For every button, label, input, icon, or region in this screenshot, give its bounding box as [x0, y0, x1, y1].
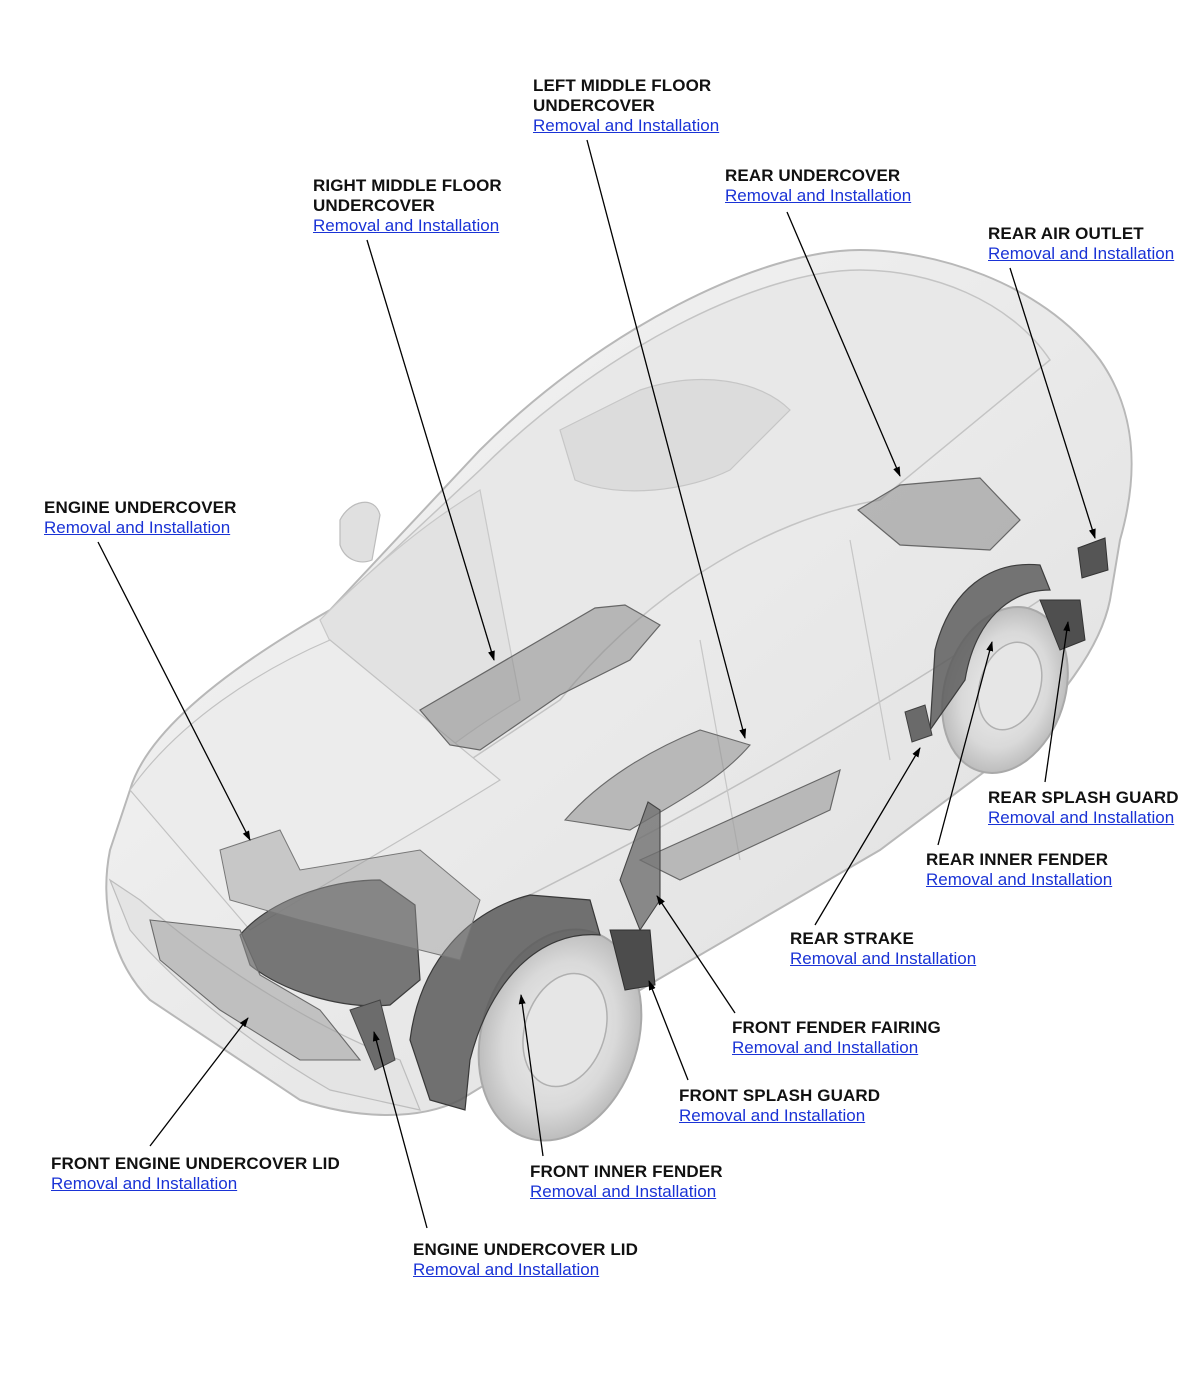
- removal-and-installation-link[interactable]: Removal and Installation: [533, 116, 720, 135]
- leader-engine-undercover: [97, 541, 251, 841]
- callout-title: FRONT INNER FENDER: [530, 1162, 723, 1181]
- callout-title: RIGHT MIDDLE FLOOR: [313, 176, 502, 195]
- removal-and-installation-link[interactable]: Removal and Installation: [44, 518, 231, 537]
- leader-engine-undercover-lid: [372, 1031, 428, 1229]
- callout-rear-air-outlet: REAR AIR OUTLET Removal and Installation: [988, 224, 1174, 265]
- removal-and-installation-link[interactable]: Removal and Installation: [926, 870, 1113, 889]
- leader-rear-undercover: [786, 211, 901, 477]
- callout-front-splash-guard: FRONT SPLASH GUARD Removal and Installat…: [679, 1086, 880, 1127]
- rear-wheel-hub: [977, 641, 1043, 731]
- vehicle-roof: [328, 269, 1052, 761]
- callout-title: REAR AIR OUTLET: [988, 224, 1144, 243]
- removal-and-installation-link[interactable]: Removal and Installation: [530, 1182, 717, 1201]
- left-middle-floor-undercover-part-2: [563, 729, 751, 831]
- callout-title: FRONT FENDER FAIRING: [732, 1018, 941, 1037]
- removal-and-installation-link[interactable]: Removal and Installation: [732, 1038, 919, 1057]
- callout-title: ENGINE UNDERCOVER LID: [413, 1240, 639, 1259]
- callout-title: REAR INNER FENDER: [926, 850, 1109, 869]
- removal-and-installation-link[interactable]: Removal and Installation: [725, 186, 912, 205]
- callout-front-inner-fender: FRONT INNER FENDER Removal and Installat…: [530, 1162, 723, 1203]
- callout-front-fender-fairing: FRONT FENDER FAIRING Removal and Install…: [732, 1018, 941, 1059]
- callout-title: FRONT ENGINE UNDERCOVER LID: [51, 1154, 340, 1173]
- removal-and-installation-link[interactable]: Removal and Installation: [790, 949, 977, 968]
- vehicle-door-line-2: [849, 539, 891, 761]
- callout-title: FRONT SPLASH GUARD: [679, 1086, 881, 1105]
- front-wheel-hub: [522, 972, 608, 1088]
- callout-engine-undercover: ENGINE UNDERCOVER Removal and Installati…: [44, 498, 237, 539]
- vehicle-mirror: [339, 501, 381, 563]
- engine-undercover-lid-part: [349, 999, 396, 1071]
- callout-title: ENGINE UNDERCOVER: [44, 498, 237, 517]
- leader-front-inner-fender: [518, 994, 544, 1157]
- rear-strake-part: [904, 704, 933, 743]
- vehicle-sunroof: [559, 379, 791, 492]
- callout-title: LEFT MIDDLE FLOOR: [533, 76, 712, 95]
- leader-front-fender-fairing: [656, 895, 736, 1014]
- callout-title: REAR UNDERCOVER: [725, 166, 901, 185]
- leader-front-engine-undercover-lid: [149, 1017, 249, 1147]
- leader-rear-strake: [814, 747, 921, 926]
- front-engine-undercover-lid-part: [149, 919, 362, 1061]
- front-fender-fairing-part: [619, 801, 661, 932]
- callout-right-middle-floor-undercover: RIGHT MIDDLE FLOOR UNDERCOVER Removal an…: [313, 176, 502, 237]
- leader-right-middle-floor-undercover: [366, 239, 495, 661]
- leader-rear-inner-fender: [937, 641, 994, 846]
- removal-and-installation-link[interactable]: Removal and Installation: [51, 1174, 238, 1193]
- removal-and-installation-link[interactable]: Removal and Installation: [413, 1260, 600, 1279]
- engine-bay-structure: [219, 829, 481, 961]
- callout-rear-strake: REAR STRAKE Removal and Installation: [790, 929, 976, 970]
- leader-left-middle-floor-undercover: [586, 139, 747, 739]
- right-middle-floor-undercover-part: [419, 604, 661, 751]
- callout-title: UNDERCOVER: [533, 96, 655, 115]
- callout-left-middle-floor-undercover: LEFT MIDDLE FLOOR UNDERCOVER Removal and…: [533, 76, 719, 137]
- callout-engine-undercover-lid: ENGINE UNDERCOVER LID Removal and Instal…: [413, 1240, 638, 1281]
- engine-undercover-part: [239, 879, 421, 1007]
- rear-inner-fender-part: [929, 563, 1051, 733]
- removal-and-installation-link[interactable]: Removal and Installation: [988, 808, 1175, 827]
- callout-rear-inner-fender: REAR INNER FENDER Removal and Installati…: [926, 850, 1112, 891]
- callout-front-engine-undercover-lid: FRONT ENGINE UNDERCOVER LID Removal and …: [51, 1154, 340, 1195]
- removal-and-installation-link[interactable]: Removal and Installation: [679, 1106, 866, 1125]
- rear-splash-guard-part: [1039, 599, 1086, 651]
- removal-and-installation-link[interactable]: Removal and Installation: [988, 244, 1175, 263]
- callout-rear-undercover: REAR UNDERCOVER Removal and Installation: [725, 166, 911, 207]
- rear-air-outlet-part: [1077, 537, 1109, 579]
- callout-title: UNDERCOVER: [313, 196, 435, 215]
- removal-and-installation-link[interactable]: Removal and Installation: [313, 216, 500, 235]
- callout-rear-splash-guard: REAR SPLASH GUARD Removal and Installati…: [988, 788, 1179, 829]
- leader-rear-splash-guard: [1044, 621, 1071, 783]
- leader-front-splash-guard: [648, 980, 689, 1081]
- rear-undercover-part: [856, 477, 1021, 551]
- callout-title: REAR STRAKE: [790, 929, 914, 948]
- left-middle-floor-undercover-part: [638, 768, 841, 881]
- front-inner-fender-part: [409, 894, 601, 1111]
- callout-title: REAR SPLASH GUARD: [988, 788, 1179, 807]
- leader-rear-air-outlet: [1009, 267, 1096, 539]
